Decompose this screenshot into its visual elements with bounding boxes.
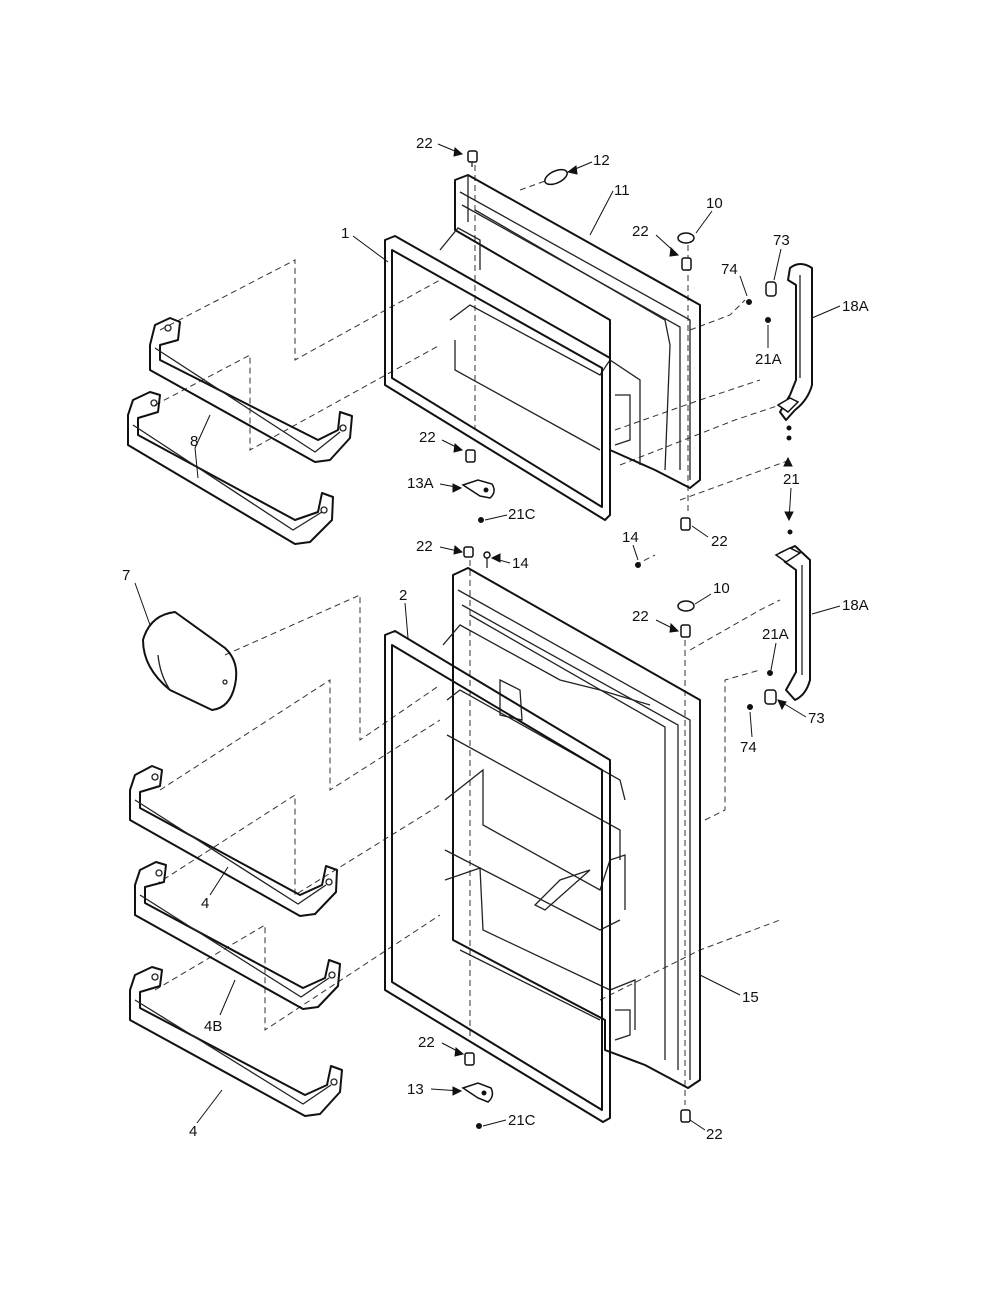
screw-21A-bottom xyxy=(767,670,773,676)
callout-1: 1 xyxy=(341,225,349,242)
screw-74-bottom xyxy=(747,704,753,710)
callout-21: 21 xyxy=(783,471,800,488)
callout-2: 2 xyxy=(399,587,407,604)
callout-18A-bottom: 18A xyxy=(842,597,869,614)
callout-10-top: 10 xyxy=(706,195,723,212)
screw-22-lower-left xyxy=(464,1052,475,1066)
callout-18A-top: 18A xyxy=(842,298,869,315)
dairy-cover-7 xyxy=(142,611,238,711)
screw-22-lower-right xyxy=(680,1109,691,1123)
callout-22-lower-left: 22 xyxy=(418,1034,435,1051)
callout-22-mid-left: 22 xyxy=(419,429,436,446)
callout-74-top: 74 xyxy=(721,261,738,278)
screw-22-mid-left xyxy=(465,449,476,463)
callout-15: 15 xyxy=(742,989,759,1006)
bushing-10-bottom xyxy=(677,600,695,612)
cap-73-bottom xyxy=(764,689,777,705)
screw-21C-bottom xyxy=(476,1123,482,1129)
screw-22-top xyxy=(467,150,478,167)
callout-21A-bottom: 21A xyxy=(762,626,789,643)
screw-22-bottom-door-top xyxy=(463,546,474,558)
hinge-13A xyxy=(461,479,495,499)
screw-14-center xyxy=(635,562,641,568)
callout-4-upper: 4 xyxy=(201,895,209,912)
fresh-food-handle-18A xyxy=(774,545,811,701)
callout-11: 11 xyxy=(614,182,630,199)
callout-4-lower: 4 xyxy=(189,1123,197,1140)
fresh-food-door-15 xyxy=(442,567,701,1089)
cap-73-top xyxy=(765,281,777,297)
callout-21C-bottom: 21C xyxy=(508,1112,536,1129)
callout-8: 8 xyxy=(190,433,198,450)
screw-22-hinge-top xyxy=(681,257,692,271)
hinge-13 xyxy=(461,1082,494,1103)
leader-arrows xyxy=(452,147,794,1096)
callout-10-bottom: 10 xyxy=(713,580,730,597)
callout-21A-top: 21A xyxy=(755,351,782,368)
fresh-food-gasket-2 xyxy=(384,630,611,1123)
screw-22-hinge-bottom xyxy=(680,624,691,638)
plug-12 xyxy=(544,168,568,186)
callout-22-hinge-top: 22 xyxy=(632,223,649,240)
door-shelf-lower-4 xyxy=(129,966,343,1117)
screw-21C-top xyxy=(478,517,484,523)
screw-14-left xyxy=(483,551,491,568)
callout-4B: 4B xyxy=(204,1018,222,1035)
freezer-shelf-upper-8 xyxy=(149,317,353,463)
screw-74-top xyxy=(746,299,752,305)
screw-21A-top xyxy=(765,317,771,323)
callout-22-hinge-bottom: 22 xyxy=(632,608,649,625)
callout-22-bottom-door-top: 22 xyxy=(416,538,433,555)
screw-22-mid-right xyxy=(680,517,691,531)
callout-14-left: 14 xyxy=(512,555,529,572)
callout-22-lower-right: 22 xyxy=(706,1126,723,1143)
leader-lines xyxy=(134,143,841,1131)
bushing-10-top xyxy=(677,232,695,244)
callout-14-center: 14 xyxy=(622,529,639,546)
freezer-gasket-1 xyxy=(384,235,611,521)
callout-73-top: 73 xyxy=(773,232,790,249)
callout-73-bottom: 73 xyxy=(808,710,825,727)
callout-7: 7 xyxy=(122,567,130,584)
freezer-handle-18A xyxy=(776,263,813,421)
door-shelf-upper-4 xyxy=(129,765,338,917)
callout-21C-top: 21C xyxy=(508,506,536,523)
callout-12: 12 xyxy=(593,152,610,169)
callout-labels: 22 12 11 10 22 1 73 74 18A 21A 8 22 13A … xyxy=(122,135,869,1143)
callout-22-mid-right: 22 xyxy=(711,533,728,550)
door-shelf-middle-4B xyxy=(134,861,341,1010)
callout-22-top: 22 xyxy=(416,135,433,152)
freezer-shelf-lower-8 xyxy=(127,391,334,545)
callout-13: 13 xyxy=(407,1081,424,1098)
screw-21 xyxy=(786,425,793,535)
callout-74-bottom: 74 xyxy=(740,739,757,756)
freezer-door-11 xyxy=(439,174,701,489)
callout-13A: 13A xyxy=(407,475,434,492)
